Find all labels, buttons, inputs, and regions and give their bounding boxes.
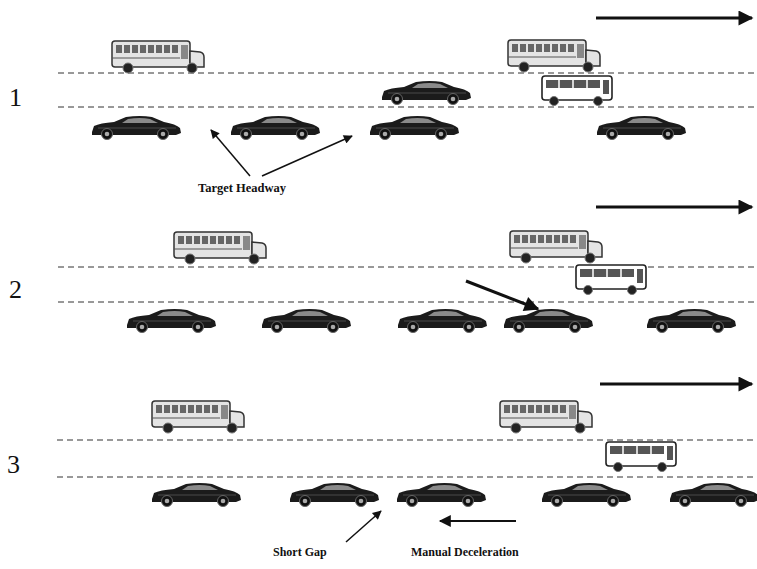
city-bus <box>606 442 676 472</box>
car <box>670 483 757 507</box>
direction-arrow <box>596 206 752 209</box>
car <box>231 116 320 140</box>
lane-line <box>57 477 757 478</box>
car <box>542 483 631 507</box>
panel-number: 1 <box>9 84 22 113</box>
school-bus <box>510 231 602 263</box>
annotation-label: Target Headway <box>198 182 286 196</box>
car <box>92 116 181 140</box>
car <box>647 309 736 333</box>
car <box>504 309 593 333</box>
school-bus <box>508 40 600 72</box>
car <box>262 309 351 333</box>
panel-3 <box>57 384 757 542</box>
school-bus <box>112 41 204 73</box>
car <box>370 116 459 140</box>
car <box>382 81 471 105</box>
lane-line <box>57 440 757 441</box>
school-bus <box>500 401 592 433</box>
car <box>398 309 487 333</box>
school-bus <box>174 232 266 264</box>
direction-arrow <box>596 17 752 20</box>
car <box>290 483 379 507</box>
annotation-label: Manual Deceleration <box>411 546 519 559</box>
panel-number: 2 <box>9 276 22 305</box>
leader-arrow <box>346 511 381 542</box>
car <box>127 309 216 333</box>
panel-number: 3 <box>7 451 20 480</box>
car <box>597 116 686 140</box>
deceleration-arrow <box>440 520 516 522</box>
annotation-label: Short Gap <box>273 546 327 559</box>
lane-line <box>58 302 757 303</box>
direction-arrow <box>600 383 752 386</box>
leader-arrow <box>211 130 250 176</box>
lane-line <box>58 267 757 268</box>
panel-2 <box>58 207 757 333</box>
merge-arrow <box>466 281 538 309</box>
lane-line <box>58 107 757 108</box>
lane-line <box>58 73 757 74</box>
car <box>397 483 486 507</box>
car <box>152 483 241 507</box>
school-bus <box>152 401 244 433</box>
leader-arrow <box>262 136 352 176</box>
city-bus <box>576 265 646 295</box>
panel-1 <box>58 18 757 176</box>
city-bus <box>542 76 612 106</box>
